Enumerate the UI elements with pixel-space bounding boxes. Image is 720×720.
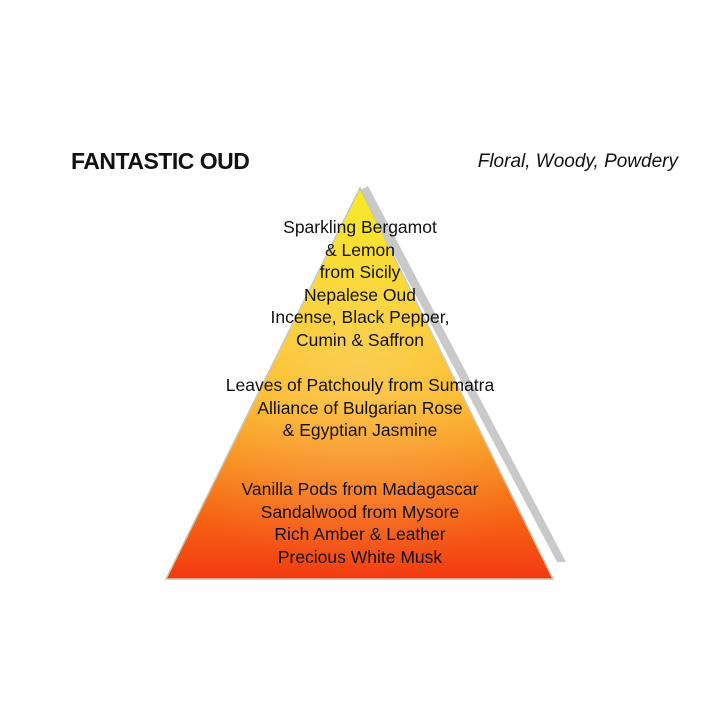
top-note-4: Nepalese Oud — [304, 284, 416, 305]
heart-note-2: Alliance of Bulgarian Rose — [257, 397, 463, 418]
top-note-2: & Lemon — [324, 239, 396, 260]
top-notes: Sparkling Bergamot & Lemon from Sicily N… — [160, 216, 560, 351]
page-subtitle: Floral, Woody, Powdery — [477, 151, 678, 172]
top-note-6: Cumin & Saffron — [295, 329, 425, 350]
page-title: FANTASTIC OUD — [71, 148, 250, 174]
base-notes: Vanilla Pods from Madagascar Sandalwood … — [160, 478, 560, 568]
base-note-1: Vanilla Pods from Madagascar — [241, 479, 479, 499]
base-note-4: Precious White Musk — [277, 546, 443, 567]
heart-note-1: Leaves of Patchouly from Sumatra — [225, 375, 495, 395]
base-note-2: Sandalwood from Mysore — [260, 501, 460, 522]
pyramid-shadow — [360, 186, 566, 562]
base-note-3: Rich Amber & Leather — [274, 524, 446, 544]
heart-notes: Leaves of Patchouly from Sumatra Allianc… — [160, 374, 560, 442]
top-note-5: Incense, Black Pepper, — [270, 307, 450, 327]
top-note-1: Sparkling Bergamot — [283, 217, 437, 237]
top-note-3: from Sicily — [319, 262, 401, 282]
heart-note-3: & Egyptian Jasmine — [282, 420, 438, 440]
pyramid-highlight — [166, 188, 553, 579]
